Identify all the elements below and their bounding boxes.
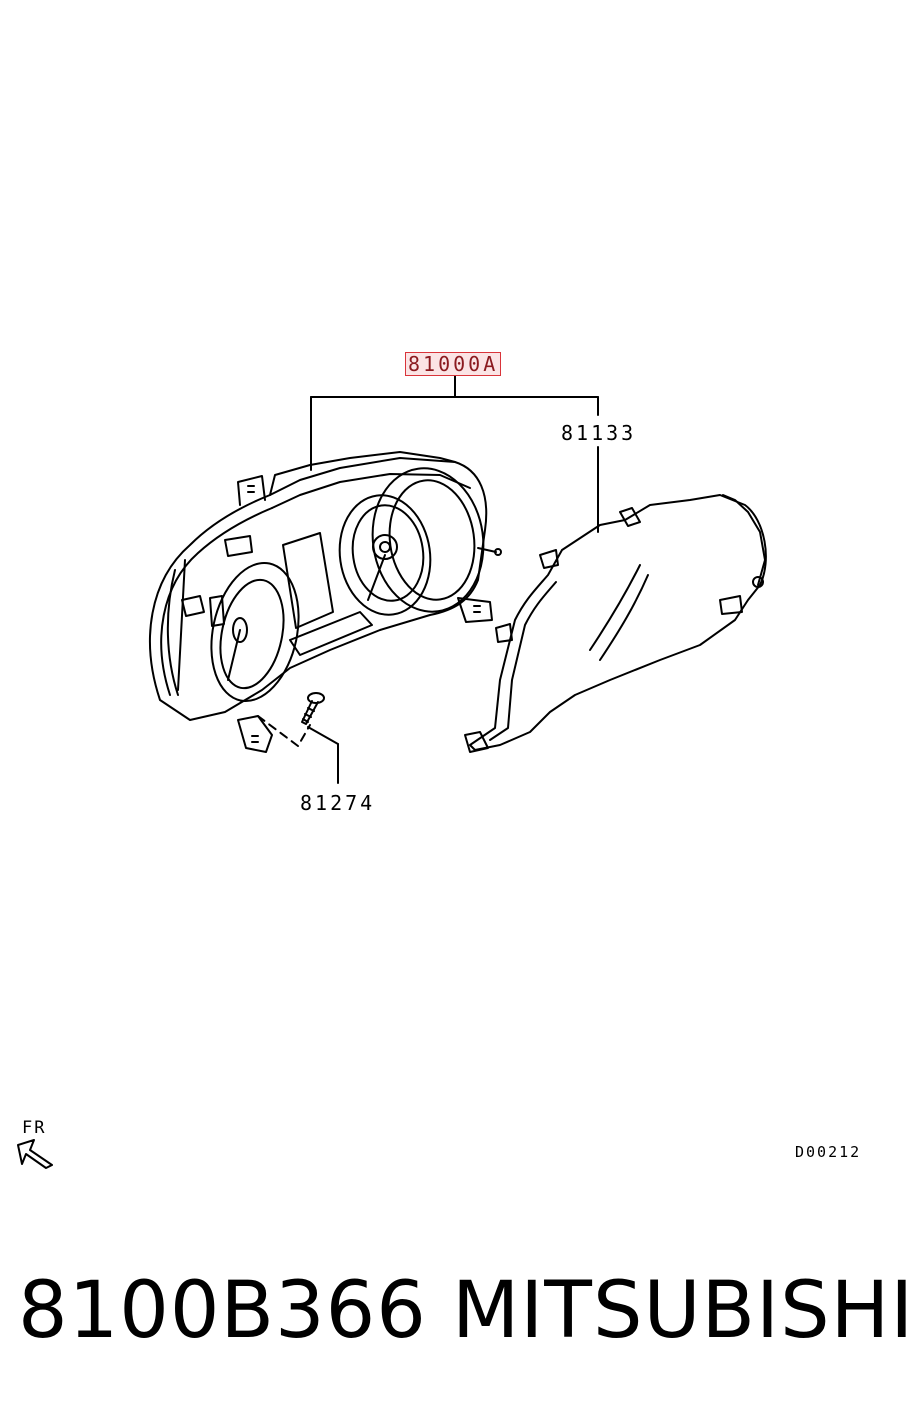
combination-meter xyxy=(149,451,502,753)
callout-assembly[interactable]: 81000A xyxy=(405,352,502,376)
front-direction-arrow-icon xyxy=(17,1139,53,1169)
install-guide-line xyxy=(257,715,311,747)
meter-lens xyxy=(464,494,767,753)
leader-lines xyxy=(307,374,599,784)
footer-brand: MITSUBISHI xyxy=(452,1266,909,1356)
callout-lens[interactable]: 81133 xyxy=(561,421,637,445)
direction-label: FR xyxy=(22,1118,47,1138)
callout-screw[interactable]: 81274 xyxy=(300,791,376,815)
screw xyxy=(301,692,325,725)
diagram-code: D00212 xyxy=(795,1143,862,1161)
footer-part-number: 8100B366 xyxy=(18,1266,427,1356)
